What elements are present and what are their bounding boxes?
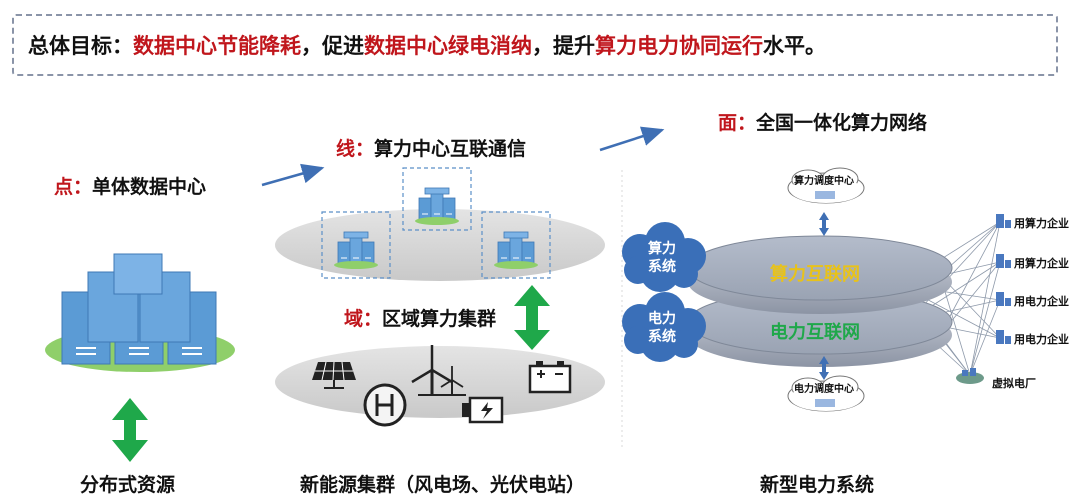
line-text: 算力中心互联通信 [374,138,527,160]
single-datacenter-graphic [45,253,235,372]
point-tag: 点： [54,176,93,198]
goal-part-synergy: 算力电力协同运行 [595,34,763,58]
surface-label: 面：全国一体化算力网络 [718,108,927,135]
enterprise-label-1: 用算力企业 [1014,217,1069,230]
surface-text: 全国一体化算力网络 [756,112,928,134]
goal-part-energy: 数据中心节能降耗 [133,34,301,58]
line-tag: 线： [336,138,375,160]
middle-green-double-arrow [514,285,550,350]
renewable-plate [275,345,605,427]
goal-part-green: 数据中心绿电消纳 [364,34,532,58]
goal-sep-1: ，促进 [301,34,364,58]
surface-tag: 面： [718,112,757,134]
caption-renewable-cluster: 新能源集群（风电场、光伏电站） [300,474,586,496]
compute-system-line2: 系统 [648,259,676,275]
goal-prefix: 总体目标： [28,34,133,58]
compute-net-label: 算力互联网 [770,264,860,285]
enterprise-label-3: 用电力企业 [1014,295,1069,308]
compute-system-label: 算力 系统 [648,240,676,276]
power-net-label: 电力互联网 [770,322,860,343]
generator-icon [462,396,504,424]
interconnect-plate [275,167,605,281]
domain-text: 区域算力集群 [382,308,497,330]
compute-system-cloud [622,222,706,292]
line-label: 线：算力中心互联通信 [336,134,526,161]
enterprise-label-2: 用算力企业 [1014,257,1069,270]
compute-system-line1: 算力 [648,241,676,257]
power-system-graphic [621,167,1011,450]
solar-panel-icon [312,361,356,389]
domain-label: 域：区域算力集群 [344,304,496,331]
left-green-double-arrow [112,398,148,462]
arrow-line-to-surface [599,126,665,152]
point-text: 单体数据中心 [92,176,207,198]
power-system-cloud [622,292,706,362]
hydrogen-icon [363,383,407,427]
power-system-line2: 系统 [648,329,676,345]
goal-suffix: 水平。 [763,34,826,58]
goal-sep-2: ，提升 [532,34,595,58]
power-system-label: 电力 系统 [648,310,676,346]
arrow-point-to-line [261,163,325,187]
battery-icon [528,361,572,394]
caption-distributed: 分布式资源 [80,474,176,496]
compute-dispatch-cloud [787,167,865,204]
vpp-icon [956,368,984,384]
domain-tag: 域： [344,308,383,330]
power-system-line1: 电力 [648,311,676,327]
caption-power-system: 新型电力系统 [760,474,875,496]
point-label: 点：单体数据中心 [54,172,206,199]
goal-banner: 总体目标： 数据中心节能降耗 ，促进 数据中心绿电消纳 ，提升 算力电力协同运行… [12,14,1058,76]
power-dispatch-label: 电力调度中心 [794,384,854,395]
wind-turbine-icon [411,345,466,396]
enterprise-icons [996,214,1011,344]
power-dispatch-cloud [787,375,865,412]
enterprise-label-4: 用电力企业 [1014,333,1069,346]
compute-dispatch-label: 算力调度中心 [794,176,854,187]
vpp-label: 虚拟电厂 [992,377,1036,390]
